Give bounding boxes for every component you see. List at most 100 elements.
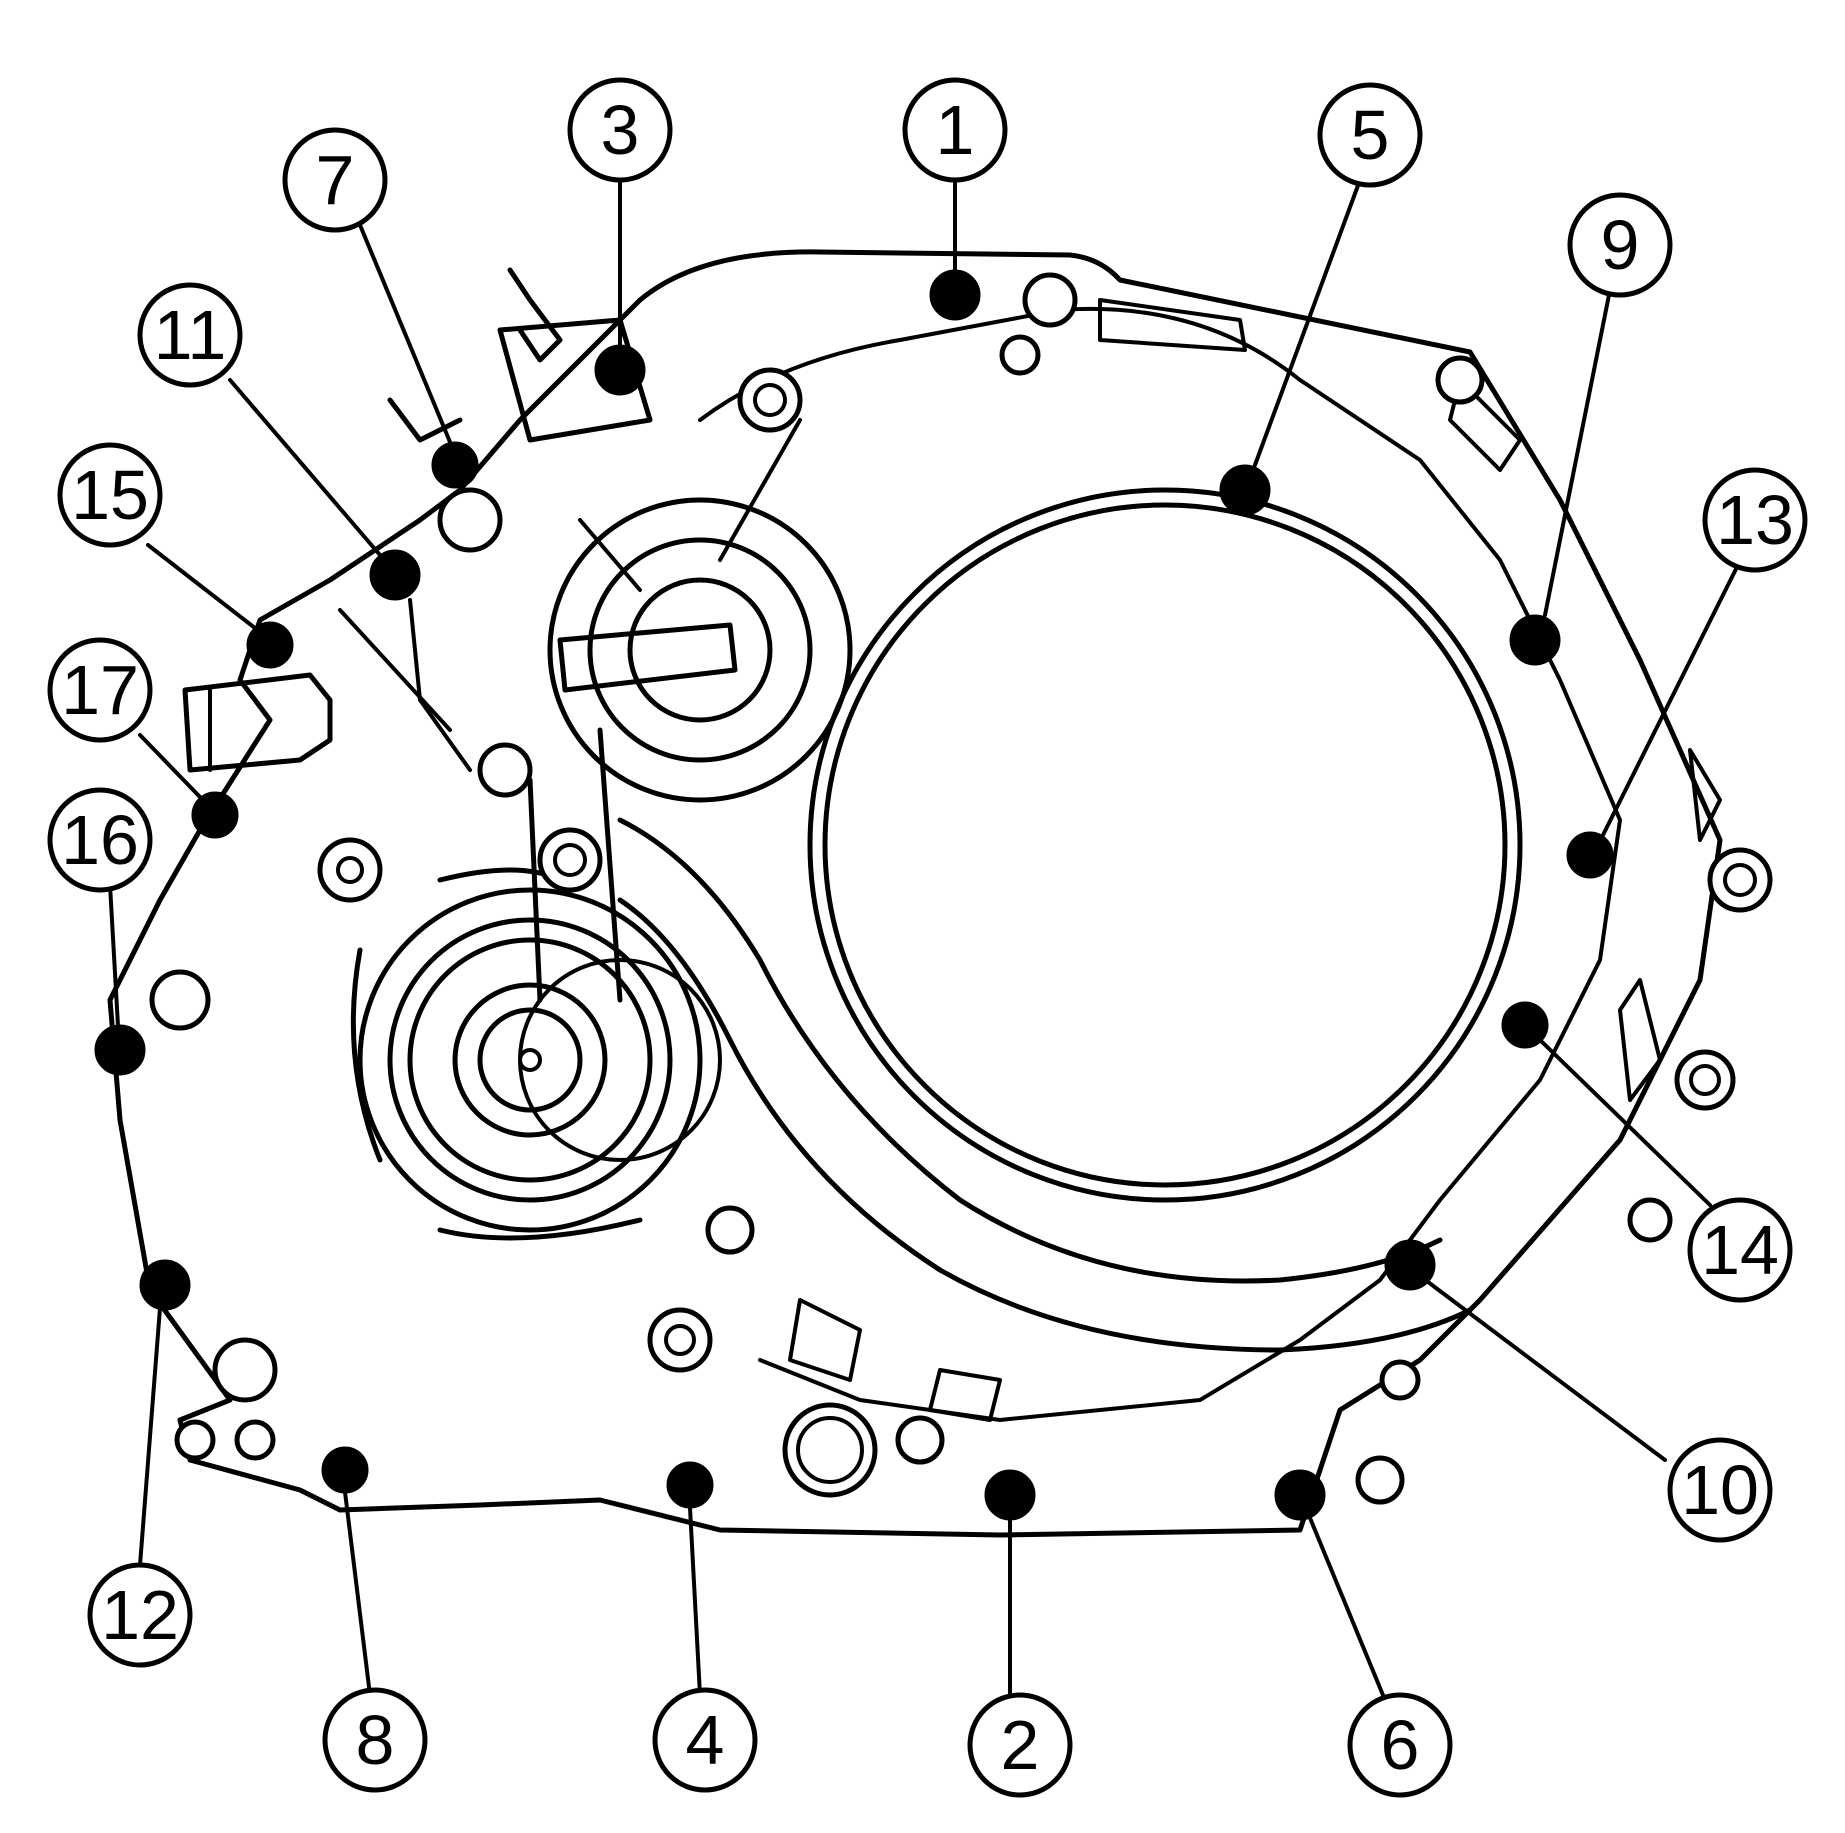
dowel-hole bbox=[1355, 1455, 1405, 1505]
callout-12: 12 bbox=[87, 1562, 193, 1668]
callout-17: 17 bbox=[47, 637, 153, 743]
dowel-hole bbox=[647, 1307, 713, 1373]
drain-plug-outer bbox=[782, 1402, 878, 1498]
bolt-17 bbox=[191, 791, 239, 839]
bolt-6 bbox=[1274, 1469, 1326, 1521]
leader-13 bbox=[1600, 563, 1740, 839]
leader-10 bbox=[1426, 1280, 1667, 1462]
callout-label: 3 bbox=[601, 91, 640, 169]
bolts bbox=[94, 269, 1614, 1521]
dowel-hole bbox=[212, 1337, 278, 1403]
callout-circle bbox=[967, 1692, 1073, 1798]
s-channel-lower bbox=[617, 897, 1473, 1353]
main-bore-outer bbox=[807, 487, 1523, 1203]
left-pipe bbox=[182, 672, 333, 773]
callout-7: 7 bbox=[282, 127, 388, 233]
bolt-5 bbox=[1219, 464, 1271, 516]
dowel-hole bbox=[537, 827, 603, 893]
bolt-9 bbox=[1509, 614, 1561, 666]
top-sensor-1 bbox=[507, 267, 563, 363]
drive-ring-outer bbox=[357, 887, 703, 1233]
bolt-1 bbox=[929, 269, 981, 321]
callout-3: 3 bbox=[567, 77, 673, 183]
main-bore-inner bbox=[822, 502, 1508, 1188]
leader-9 bbox=[1543, 288, 1612, 617]
bolt-15 bbox=[246, 621, 294, 669]
vertical-tube-right bbox=[597, 727, 623, 1003]
lever-link-2 bbox=[578, 518, 642, 592]
bolt-13 bbox=[1566, 831, 1614, 879]
callout-label: 6 bbox=[1381, 1706, 1420, 1784]
callout-2: 2 bbox=[967, 1692, 1073, 1798]
callout-circle bbox=[652, 1687, 758, 1793]
housing-outline bbox=[107, 249, 1723, 1538]
callout-14: 14 bbox=[1687, 1197, 1793, 1303]
callout-label: 13 bbox=[1716, 481, 1794, 559]
callout-circle bbox=[47, 787, 153, 893]
leader-lines bbox=[108, 173, 1740, 1702]
leader-12 bbox=[138, 1306, 162, 1567]
slot-right-1 bbox=[1688, 748, 1722, 842]
dowel-hole bbox=[1707, 847, 1773, 913]
leader-17 bbox=[138, 733, 202, 799]
drive-spline-outer bbox=[452, 982, 608, 1138]
callout-circle bbox=[1317, 82, 1423, 188]
callout-circle bbox=[57, 442, 163, 548]
callout-label: 4 bbox=[686, 1701, 725, 1779]
dowel-hole bbox=[174, 1419, 216, 1461]
upper-shaft-ring-mid bbox=[587, 537, 813, 763]
callout-circle bbox=[902, 77, 1008, 183]
dowel-hole-center bbox=[1689, 1064, 1721, 1096]
callout-9: 9 bbox=[1567, 192, 1673, 298]
callout-15: 15 bbox=[57, 442, 163, 548]
slot-lower-2 bbox=[928, 1368, 1002, 1422]
leader-15 bbox=[146, 543, 257, 630]
dowel-hole bbox=[895, 1415, 945, 1465]
leader-14 bbox=[1538, 1038, 1712, 1207]
dowel-hole-center bbox=[336, 856, 364, 884]
callout-1: 1 bbox=[902, 77, 1008, 183]
dowel-hole bbox=[477, 742, 533, 798]
dowel-hole bbox=[1379, 1359, 1421, 1401]
callout-label: 9 bbox=[1601, 206, 1640, 284]
callout-5: 5 bbox=[1317, 82, 1423, 188]
slot-top-2 bbox=[1448, 378, 1522, 472]
bolt-2 bbox=[984, 1469, 1036, 1521]
leader-6 bbox=[1308, 1516, 1387, 1702]
slot-top-1 bbox=[1098, 298, 1247, 352]
bolt-11 bbox=[369, 549, 421, 601]
bracket-upper bbox=[497, 317, 653, 443]
callout-label: 10 bbox=[1681, 1451, 1759, 1529]
vertical-tube-left bbox=[527, 777, 543, 1003]
dowel-hole-center bbox=[1723, 863, 1757, 897]
callout-label: 12 bbox=[101, 1576, 179, 1654]
dowel-hole-center bbox=[553, 843, 587, 877]
dowel-hole bbox=[1022, 272, 1078, 328]
shift-lever bbox=[557, 622, 738, 693]
lever-link-1 bbox=[718, 418, 802, 562]
callout-circle bbox=[137, 282, 243, 388]
dowel-hole bbox=[705, 1205, 755, 1255]
callout-6: 6 bbox=[1347, 1692, 1453, 1798]
arc-segment-bottom bbox=[437, 1217, 643, 1241]
callout-label: 2 bbox=[1001, 1706, 1040, 1784]
callout-circle bbox=[567, 77, 673, 183]
bolt-14 bbox=[1501, 1001, 1549, 1049]
bolt-8 bbox=[321, 1446, 369, 1494]
dowel-hole-center bbox=[664, 1324, 696, 1356]
callout-circle bbox=[1667, 1437, 1773, 1543]
callout-circle bbox=[322, 1687, 428, 1793]
callout-11: 11 bbox=[137, 282, 243, 388]
callout-label: 11 bbox=[154, 296, 227, 374]
callout-label: 16 bbox=[61, 801, 139, 879]
drive-center bbox=[518, 1048, 542, 1072]
leader-16 bbox=[108, 883, 120, 1028]
callout-10: 10 bbox=[1667, 1437, 1773, 1543]
callout-label: 5 bbox=[1351, 96, 1390, 174]
callout-8: 8 bbox=[322, 1687, 428, 1793]
bolt-12 bbox=[139, 1259, 191, 1311]
callout-circle bbox=[1347, 1692, 1453, 1798]
callout-circle bbox=[1567, 192, 1673, 298]
callout-circle bbox=[87, 1562, 193, 1668]
